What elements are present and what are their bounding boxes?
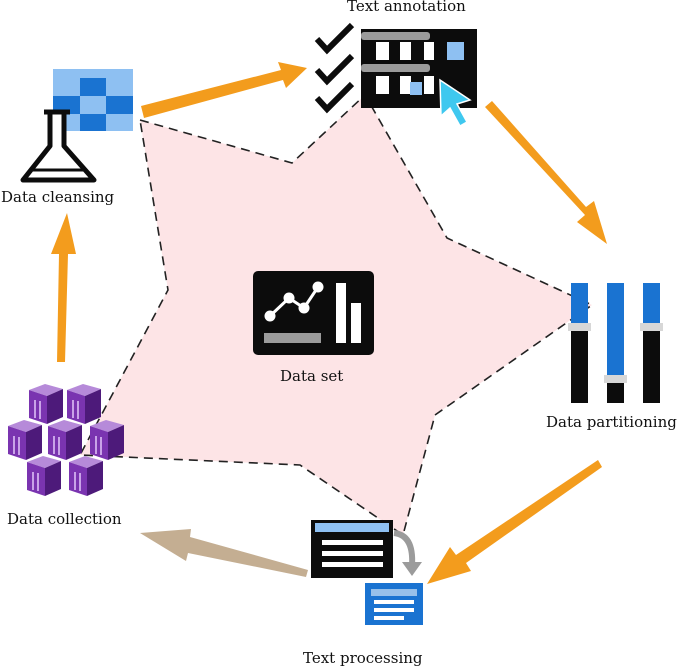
table-flask-icon (20, 69, 133, 183)
label-data-set: Data set (280, 367, 344, 385)
label-data-partitioning: Data partitioning (546, 413, 677, 431)
label-data-collection: Data collection (7, 510, 122, 528)
arrow-cleansing-to-annotation (141, 62, 307, 118)
chart-icon (253, 271, 374, 355)
windows-icon (311, 520, 423, 625)
arrow-partitioning-to-processing (427, 460, 602, 584)
star-outline (78, 93, 594, 537)
arrow-annotation-to-partitioning (485, 101, 607, 244)
cubes-icon (8, 384, 124, 496)
label-text-annotation: Text annotation (347, 0, 466, 15)
label-text-processing: Text processing (303, 649, 423, 667)
label-data-cleansing: Data cleansing (1, 188, 115, 206)
sliders-icon (568, 283, 663, 403)
checklist-grid-icon (314, 22, 477, 128)
arrow-processing-to-collection (140, 529, 308, 577)
arrow-collection-to-cleansing (51, 213, 76, 362)
